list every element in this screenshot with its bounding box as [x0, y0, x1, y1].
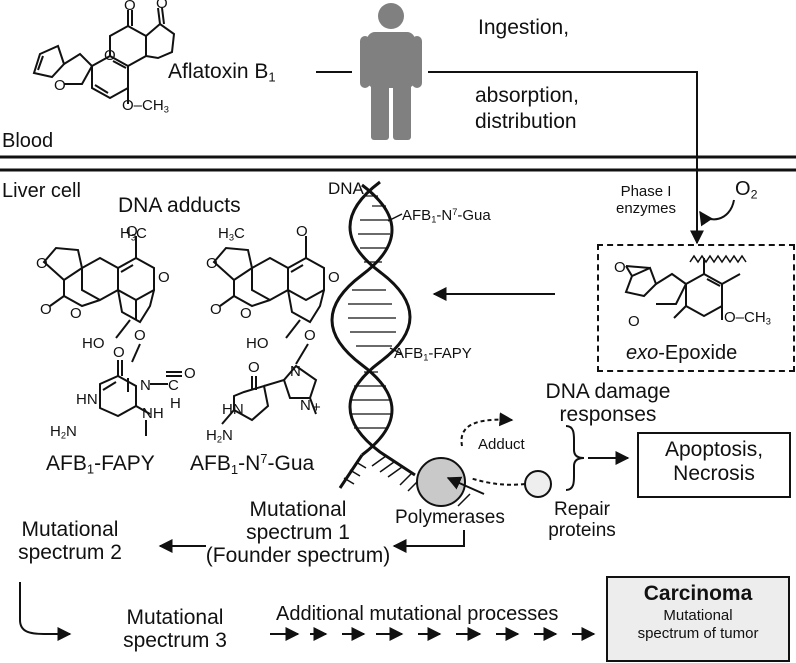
fapy-o-6: O [113, 344, 125, 361]
n7-hn: HN [222, 401, 244, 418]
spectrum2-to-spectrum3-arrow [19, 582, 72, 641]
adduct-label: Adduct [478, 436, 525, 453]
aflatoxin-structure [32, 7, 176, 104]
fapy-c: C [168, 377, 179, 394]
epoxide-structure [624, 254, 747, 320]
n7-o-3: O [240, 305, 252, 322]
fapy-nh: NH [142, 405, 164, 422]
fapy-o-4: O [158, 269, 170, 286]
aflatoxin-name: Aflatoxin B1 [168, 60, 276, 85]
ingestion-label: Ingestion, [478, 16, 570, 39]
n7-plus: + [312, 399, 321, 416]
oxygen-arrow [699, 199, 735, 227]
fapy-name: AFB1-FAPY [46, 452, 155, 477]
aflatoxin-methoxy: O–CH3 [122, 97, 169, 115]
ingestion-arrow [428, 71, 704, 245]
epoxide-atoms: O O [614, 259, 640, 330]
blood-compartment-label: Blood [2, 130, 54, 152]
distribution-label: distribution [475, 110, 577, 133]
n7-methoxy-o: O [296, 223, 308, 240]
absorption-label: absorption, [475, 84, 579, 107]
fapy-n: N [140, 377, 151, 394]
person-icon [360, 3, 422, 140]
carcinoma-title: Carcinoma [643, 582, 753, 605]
oxygen-label: O2 [735, 178, 758, 202]
n7-n-1: N [290, 363, 301, 380]
carbonyl-o-2: O [156, 0, 168, 12]
ring-o: O [104, 47, 116, 64]
fapy-o-5: O [134, 327, 146, 344]
n7-h2n: H2N [206, 427, 233, 445]
n7-gua-structure [212, 236, 325, 425]
fapy-h3c: H3C [120, 225, 147, 243]
epoxide-ring-o: O [628, 313, 640, 330]
dna-fapy-adduct-label: AFB1-FAPY [394, 345, 472, 363]
n7-o-1: O [206, 255, 218, 272]
damage-signal-arrow [460, 412, 514, 447]
apoptosis-box: Apoptosis,Necrosis [637, 432, 791, 498]
epoxide-methoxy: O–CH3 [724, 309, 771, 327]
dna-label: DNA [328, 179, 364, 198]
n7-gua-name: AFB1-N7-Gua [190, 451, 315, 477]
n7-o-6: O [248, 359, 260, 376]
fapy-o-1: O [36, 255, 48, 272]
response-brace [565, 425, 585, 491]
dna-n7-adduct-label: AFB1-N7-Gua [402, 207, 491, 225]
fapy-hn: HN [76, 391, 98, 408]
furan-o: O [54, 77, 66, 94]
fapy-o-3: O [70, 305, 82, 322]
fapy-atoms: O O O O O O O O HO N C H HN NH [36, 223, 196, 422]
n7-h3c: H3C [218, 225, 245, 243]
n7-o-4: O [328, 269, 340, 286]
fapy-ho: HO [82, 335, 105, 352]
dna-helix [330, 180, 471, 507]
epoxide-box [597, 244, 795, 372]
aflatoxin-atoms: O O O O [54, 0, 168, 94]
repair-circle [524, 470, 552, 498]
n7-o-2: O [210, 301, 222, 318]
carbonyl-o-1: O [124, 0, 136, 14]
repair-dashed-line [469, 477, 526, 486]
epoxide-label: exo-Epoxide [626, 342, 738, 364]
carcinoma-subtitle-2: spectrum of tumor [637, 625, 759, 643]
fapy-methoxy-o: O [126, 223, 138, 240]
n7-n-2: N [300, 397, 311, 414]
epoxide-o: O [614, 259, 626, 276]
fapy-h: H [170, 395, 181, 412]
dna-adducts-title: DNA adducts [118, 194, 241, 217]
n7-o-5: O [304, 327, 316, 344]
liver-cell-label: Liver cell [2, 180, 81, 202]
fapy-h2n: H2N [50, 423, 77, 441]
polymerase-circle [416, 457, 466, 507]
polymerases-label: Polymerases [395, 507, 505, 528]
fapy-o-7: O [184, 365, 196, 382]
carcinoma-subtitle-1: Mutational [663, 607, 733, 625]
membrane-lines [0, 155, 796, 172]
polymerase-to-spectrum1-arrow [392, 530, 465, 553]
fapy-structure [42, 236, 182, 436]
carcinoma-box: Carcinoma Mutational spectrum of tumor [606, 576, 790, 662]
n7-ho: HO [246, 335, 269, 352]
adduct-bypass-arrow [446, 476, 485, 495]
n7-gua-atoms: O O O O O O O HO N N + HN [206, 223, 340, 418]
additional-processes-label: Additional mutational processes [276, 603, 559, 625]
fapy-o-2: O [40, 301, 52, 318]
